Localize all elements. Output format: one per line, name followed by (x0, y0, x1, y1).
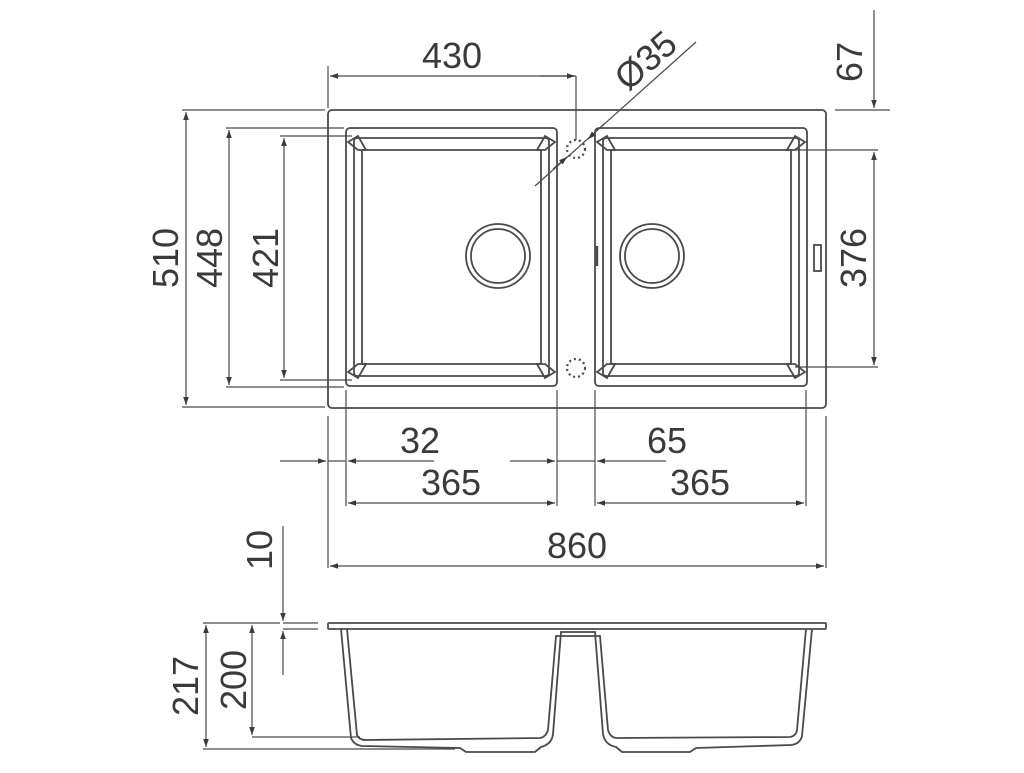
dim-label-448: 448 (189, 228, 230, 288)
dim-label-421: 421 (245, 228, 286, 288)
dimension-376: 376 (795, 149, 878, 368)
dim-label-10: 10 (239, 530, 280, 570)
dim-label-200: 200 (213, 650, 254, 710)
rim (327, 622, 827, 630)
left-bowl (345, 127, 558, 387)
dim-label-510: 510 (145, 228, 186, 288)
tap-hole-top (565, 138, 587, 160)
dimension-10: 10 (239, 526, 318, 675)
dim-label-67: 67 (829, 42, 870, 82)
dimension-365-left: 365 (348, 462, 555, 506)
dimension-365-right: 365 (597, 462, 804, 506)
left-drain (465, 223, 531, 289)
top-view (327, 109, 827, 409)
dimension-65: 65 (510, 420, 687, 464)
dim-label-65: 65 (647, 420, 687, 461)
dimension-67: 67 (829, 10, 890, 111)
tap-hole-bottom (565, 357, 587, 379)
dim-label-365-left: 365 (421, 462, 481, 503)
dimension-430: 430 (327, 35, 577, 140)
left-bowl-profile (340, 628, 813, 753)
side-section-view (327, 622, 827, 753)
dim-label-860: 860 (547, 525, 607, 566)
dimension-421: 421 (245, 135, 352, 381)
dimension-510: 510 (145, 109, 325, 408)
dimension-32: 32 (280, 420, 440, 464)
dim-label-365-right: 365 (670, 462, 730, 503)
right-bowl (594, 127, 822, 387)
dimension-diameter-35: Ø35 (534, 22, 697, 187)
dimension-200: 200 (213, 625, 320, 738)
right-drain (619, 223, 685, 289)
dim-label-diameter: Ø35 (606, 22, 684, 98)
dimension-860: 860 (330, 525, 824, 569)
sink-outline (327, 109, 827, 409)
dim-label-376: 376 (833, 228, 874, 288)
dim-label-430: 430 (422, 35, 482, 76)
overflow-slot (813, 244, 822, 272)
dimension-217: 217 (165, 622, 320, 750)
dim-label-217: 217 (165, 656, 206, 716)
dimension-448: 448 (189, 127, 344, 388)
dim-label-32: 32 (400, 420, 440, 461)
